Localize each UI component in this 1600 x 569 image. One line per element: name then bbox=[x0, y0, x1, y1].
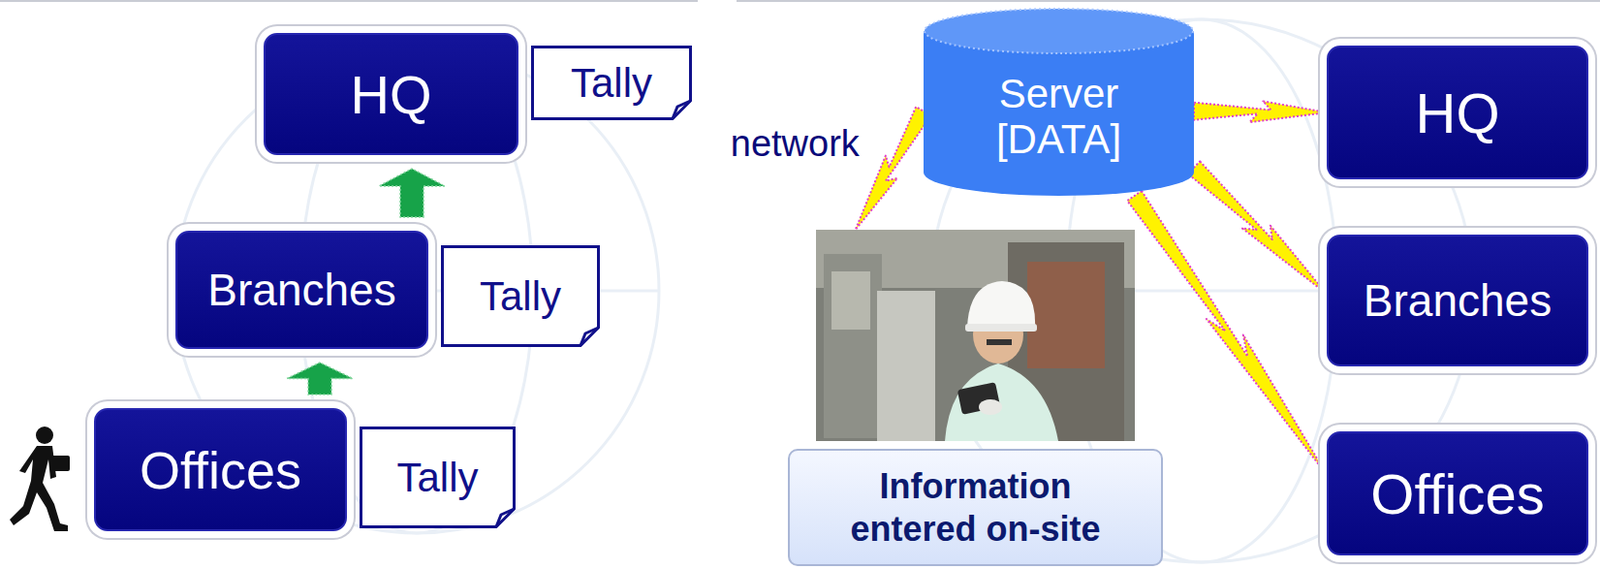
node-text: Server [DATA] bbox=[962, 70, 1157, 162]
node-text: Branches bbox=[1363, 274, 1552, 327]
node-text: Information entered on-site bbox=[787, 448, 1163, 566]
server-cylinder: Server [DATA] bbox=[923, 7, 1194, 196]
panel-edge bbox=[736, 0, 1600, 2]
tally-sheet: Tally bbox=[531, 45, 692, 121]
node-text: Tally bbox=[396, 454, 478, 502]
walking-person bbox=[9, 426, 70, 532]
network-bolt bbox=[1127, 190, 1327, 475]
cylinder-top bbox=[924, 8, 1193, 54]
level-box: Branches bbox=[1326, 234, 1589, 367]
node-text: HQ bbox=[1415, 80, 1501, 146]
node-text: Branches bbox=[207, 263, 396, 316]
sheet-fold bbox=[496, 508, 515, 528]
panel-edge bbox=[0, 0, 698, 2]
level-box: Branches bbox=[175, 230, 429, 349]
cylinder-body bbox=[923, 31, 1194, 196]
sheet-border bbox=[533, 47, 691, 120]
flow-arrow bbox=[378, 168, 445, 218]
network-bolt bbox=[855, 106, 932, 230]
level-box: Offices bbox=[1326, 431, 1589, 556]
onsite-entry: Information entered on-site bbox=[787, 229, 1163, 566]
node-text: Offices bbox=[1370, 461, 1544, 527]
flow-arrow bbox=[286, 362, 353, 395]
level-box: Offices bbox=[94, 407, 347, 532]
network-bolt bbox=[1188, 160, 1327, 294]
tally-sheet: Tally bbox=[440, 245, 600, 347]
sheet-fold bbox=[672, 100, 691, 120]
node-text: HQ bbox=[350, 62, 433, 126]
network-bolt bbox=[1193, 100, 1327, 123]
sheet-border bbox=[442, 247, 599, 346]
edge-label: network bbox=[727, 123, 863, 165]
level-box: HQ bbox=[263, 32, 519, 156]
tally-sheet: Tally bbox=[359, 426, 516, 529]
field-photo bbox=[815, 229, 1135, 441]
sheet-fold bbox=[580, 327, 599, 346]
node-text: Tally bbox=[479, 273, 562, 320]
node-text: Tally bbox=[570, 60, 653, 107]
level-box: HQ bbox=[1326, 45, 1589, 180]
sheet-border bbox=[361, 428, 515, 528]
node-text: Offices bbox=[139, 439, 302, 501]
